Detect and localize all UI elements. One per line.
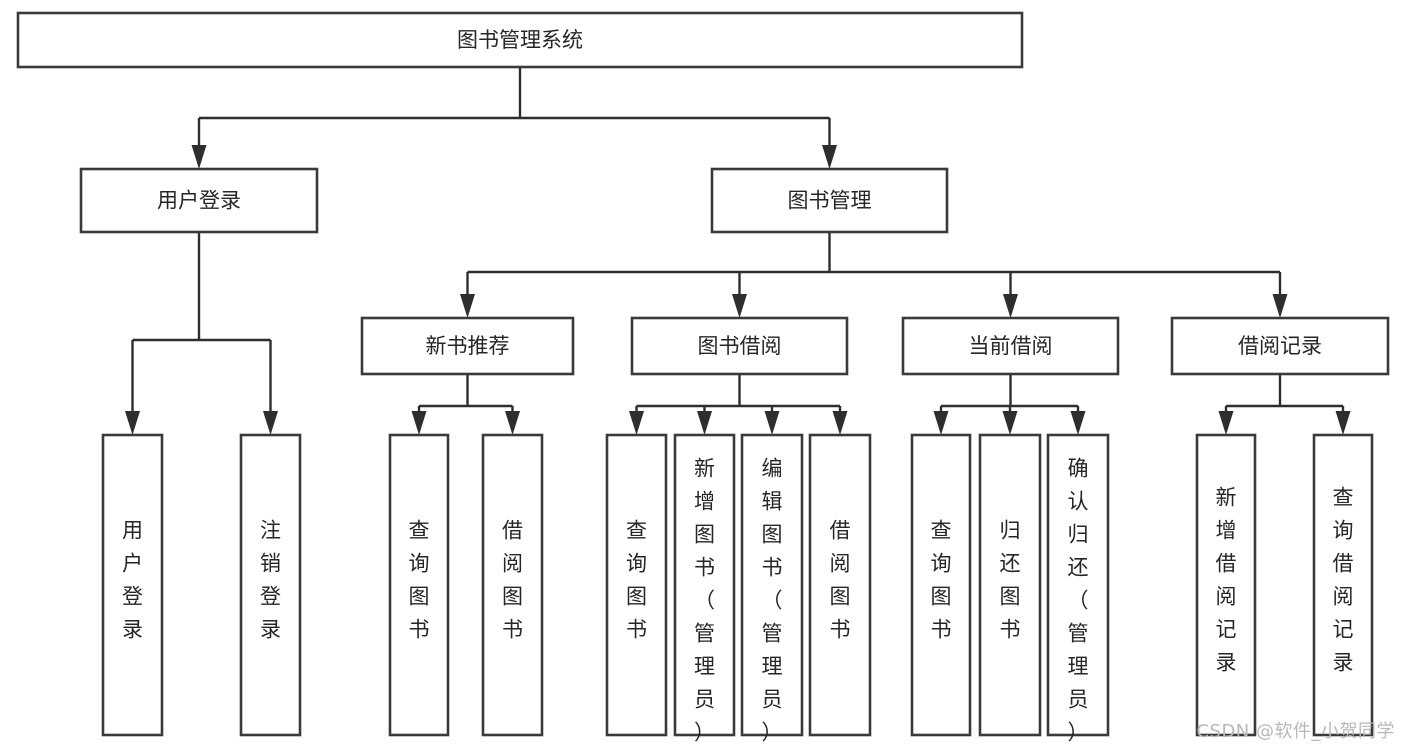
node-current-borrowing[interactable]: 当前借阅 <box>901 316 1120 376</box>
leaf-add-borrow-record[interactable]: 新增借阅记录 <box>1195 433 1257 737</box>
node-book-management-system[interactable]: 图书管理系统 <box>16 11 1024 69</box>
leaf-box <box>740 433 804 737</box>
root-to-user-login-arrowhead <box>191 145 207 169</box>
to-query-book-arrowhead <box>411 411 427 435</box>
leaf-label: 编辑图书（管理员） <box>762 457 783 745</box>
root-to-book-management-arrowhead <box>822 145 837 169</box>
leaf-query-book[interactable]: 查询图书 <box>388 433 450 737</box>
to-confirm-return-admin-arrowhead <box>1070 411 1086 435</box>
node-label: 新书推荐 <box>426 334 510 358</box>
leaf-box <box>239 433 302 737</box>
leaf-logout[interactable]: 注销登录 <box>239 433 302 737</box>
leaf-box <box>101 433 164 737</box>
leaf-label: 查询图书 <box>626 519 647 642</box>
node-box <box>710 167 949 234</box>
node-book-management[interactable]: 图书管理 <box>710 167 949 234</box>
to-user-login-arrowhead <box>125 411 140 435</box>
to-edit-book-admin-arrowhead <box>764 411 780 435</box>
node-box <box>79 167 319 234</box>
to-add-borrow-record-arrowhead <box>1218 411 1234 435</box>
node-label: 图书管理 <box>788 189 872 213</box>
leaf-label: 借阅图书 <box>502 519 523 642</box>
to-borrow-book-arrowhead <box>832 411 848 435</box>
to-query-borrow-record-arrowhead <box>1335 411 1351 435</box>
to-query-book-arrowhead <box>629 411 644 435</box>
to-logout-arrowhead <box>263 411 278 435</box>
leaf-query-borrow-record[interactable]: 查询借阅记录 <box>1312 433 1374 737</box>
leaf-label: 借阅图书 <box>830 519 851 642</box>
leaf-label: 查询图书 <box>409 519 430 642</box>
leaf-box <box>673 433 736 737</box>
leaf-borrow-book[interactable]: 借阅图书 <box>808 433 872 737</box>
leaf-box <box>605 433 668 737</box>
node-label: 图书借阅 <box>698 334 782 358</box>
leaf-box <box>1195 433 1257 737</box>
leaf-label: 注销登录 <box>260 519 281 642</box>
leaf-box <box>808 433 872 737</box>
node-label: 当前借阅 <box>969 334 1053 358</box>
leaf-box <box>481 433 544 737</box>
leaf-query-book[interactable]: 查询图书 <box>605 433 668 737</box>
leaf-box <box>910 433 972 737</box>
leaf-box <box>388 433 450 737</box>
leaf-confirm-return-admin[interactable]: 确认归还（管理员） <box>1046 433 1110 745</box>
to-book-borrowing-arrowhead <box>732 294 747 318</box>
node-borrow-records[interactable]: 借阅记录 <box>1170 316 1390 376</box>
leaf-label: 归还图书 <box>1000 519 1021 642</box>
node-label: 用户登录 <box>157 189 241 213</box>
node-label: 借阅记录 <box>1238 334 1322 358</box>
leaf-label: 查询借阅记录 <box>1333 486 1354 675</box>
to-return-book-arrowhead <box>1002 411 1018 435</box>
leaf-label: 用户登录 <box>122 519 143 642</box>
leaf-label: 新增借阅记录 <box>1216 486 1237 675</box>
to-new-book-recommendation-arrowhead <box>460 294 475 318</box>
to-add-book-admin-arrowhead <box>697 411 712 435</box>
node-new-book-recommendation[interactable]: 新书推荐 <box>360 316 575 376</box>
to-borrow-records-arrowhead <box>1272 294 1288 318</box>
node-box <box>360 316 575 376</box>
connector-layer <box>125 67 1351 435</box>
leaf-query-book[interactable]: 查询图书 <box>910 433 972 737</box>
to-query-book-arrowhead <box>933 411 949 435</box>
leaf-borrow-book[interactable]: 借阅图书 <box>481 433 544 737</box>
leaf-edit-book-admin[interactable]: 编辑图书（管理员） <box>740 433 804 745</box>
node-box <box>901 316 1120 376</box>
node-box <box>1170 316 1390 376</box>
to-borrow-book-arrowhead <box>505 411 520 435</box>
node-layer: 图书管理系统用户登录图书管理新书推荐图书借阅当前借阅借阅记录用户登录注销登录查询… <box>16 11 1390 745</box>
leaf-add-book-admin[interactable]: 新增图书（管理员） <box>673 433 736 745</box>
node-box <box>630 316 849 376</box>
leaf-box <box>1312 433 1374 737</box>
leaf-user-login[interactable]: 用户登录 <box>101 433 164 737</box>
leaf-box <box>978 433 1042 737</box>
node-label: 图书管理系统 <box>457 28 583 52</box>
leaf-return-book[interactable]: 归还图书 <box>978 433 1042 737</box>
leaf-label: 新增图书（管理员） <box>694 457 715 745</box>
node-user-login[interactable]: 用户登录 <box>79 167 319 234</box>
node-box <box>16 11 1024 69</box>
to-current-borrowing-arrowhead <box>1003 294 1018 318</box>
node-book-borrowing[interactable]: 图书借阅 <box>630 316 849 376</box>
leaf-label: 查询图书 <box>931 519 952 642</box>
leaf-box <box>1046 433 1110 737</box>
leaf-label: 确认归还（管理员） <box>1068 457 1089 745</box>
